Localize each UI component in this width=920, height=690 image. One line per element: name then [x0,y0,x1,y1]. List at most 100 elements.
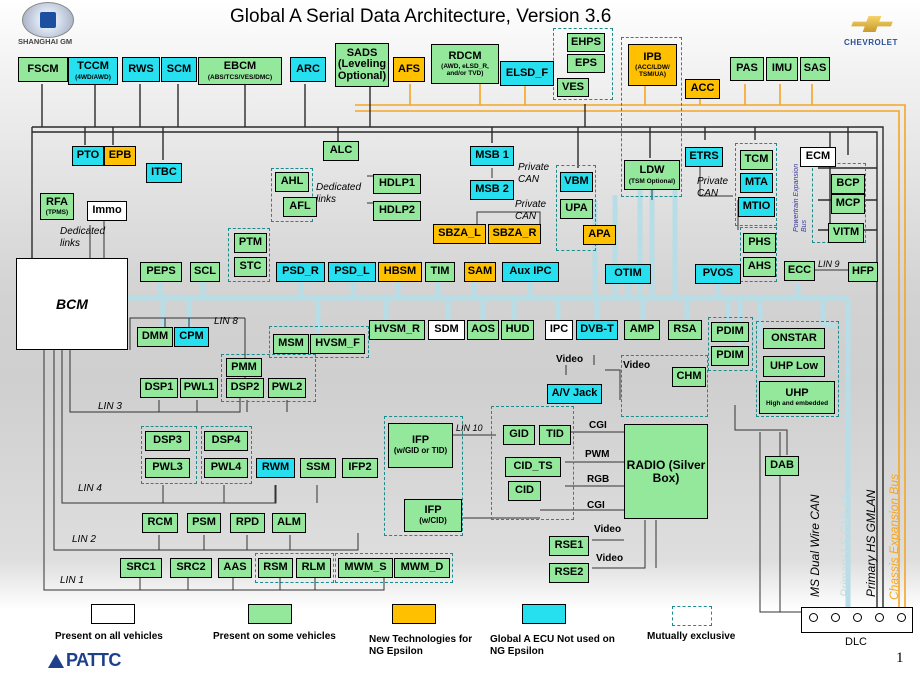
ecu-rdcm[interactable]: RDCM(AWD, eLSD_R, and/or TVD) [431,44,499,84]
ecu-aux-ipc[interactable]: Aux IPC [502,262,559,282]
ecu-ifp-cid[interactable]: IFP(w/CID) [404,499,462,532]
ecu-otim[interactable]: OTIM [605,264,651,284]
ecu-aos[interactable]: AOS [467,320,499,340]
ecu-mcp[interactable]: MCP [831,194,865,214]
ecu-radio[interactable]: RADIO (Silver Box) [624,424,708,519]
ecu-pwl2[interactable]: PWL2 [268,378,306,398]
ecu-pwl3[interactable]: PWL3 [145,458,190,478]
ecu-afs[interactable]: AFS [393,57,425,82]
ecu-ipc[interactable]: IPC [545,320,573,340]
ecu-ahl[interactable]: AHL [275,172,309,192]
dlc-connector[interactable] [801,607,913,633]
ecu-pvos[interactable]: PVOS [695,264,741,284]
ecu-etrs[interactable]: ETRS [685,147,723,167]
ecu-mwm-s[interactable]: MWM_S [338,558,393,578]
ecu-src2[interactable]: SRC2 [170,558,212,578]
ecu-av-jack[interactable]: A/V Jack [547,384,602,404]
ecu-rlm[interactable]: RLM [296,558,331,578]
ecu-ldw[interactable]: LDW(TSM Optional) [624,160,680,190]
ecu-cid[interactable]: CID [508,481,541,501]
ecu-dsp2[interactable]: DSP2 [226,378,264,398]
ecu-uhp-low[interactable]: UHP Low [763,356,825,377]
ecu-bcp[interactable]: BCP [831,174,865,194]
ecu-psm[interactable]: PSM [187,513,221,533]
ecu-ifp2[interactable]: IFP2 [342,458,378,478]
ecu-hvsm-r[interactable]: HVSM_R [369,320,425,340]
ecu-amp[interactable]: AMP [624,320,660,340]
ecu-rfa[interactable]: RFA(TPMS) [40,193,74,220]
ecu-sas[interactable]: SAS [800,57,830,81]
ecu-msm[interactable]: MSM [273,334,309,354]
ecu-apa[interactable]: APA [583,225,616,245]
ecu-msb2[interactable]: MSB 2 [470,180,514,200]
ecu-hdlp2[interactable]: HDLP2 [373,201,421,221]
ecu-dvb-t[interactable]: DVB-T [576,320,618,340]
ecu-onstar[interactable]: ONSTAR [763,328,825,349]
ecu-vitm[interactable]: VITM [828,223,864,243]
ecu-stc[interactable]: STC [234,257,267,277]
ecu-dsp3[interactable]: DSP3 [145,431,190,451]
ecu-sdm[interactable]: SDM [428,320,465,340]
ecu-tid[interactable]: TID [539,425,571,445]
ecu-rse1[interactable]: RSE1 [549,536,589,556]
ecu-alm[interactable]: ALM [272,513,306,533]
ecu-eps[interactable]: EPS [567,54,605,73]
ecu-mwm-d[interactable]: MWM_D [394,558,450,578]
ecu-dab[interactable]: DAB [765,456,799,476]
ecu-ecm[interactable]: ECM [800,147,836,167]
ecu-src1[interactable]: SRC1 [120,558,162,578]
ecu-pdim-2[interactable]: PDIM [711,346,749,366]
ecu-pto[interactable]: PTO [72,146,104,166]
ecu-arc[interactable]: ARC [290,57,326,82]
ecu-chm[interactable]: CHM [672,367,706,387]
ecu-msb1[interactable]: MSB 1 [470,146,514,166]
ecu-phs[interactable]: PHS [743,233,776,253]
ecu-afl[interactable]: AFL [283,197,317,217]
ecu-hbsm[interactable]: HBSM [378,262,422,282]
ecu-pwl1[interactable]: PWL1 [180,378,218,398]
ecu-ahs[interactable]: AHS [743,257,776,277]
ecu-psd-r[interactable]: PSD_R [276,262,325,282]
ecu-dsp4[interactable]: DSP4 [204,431,248,451]
ecu-acc[interactable]: ACC [685,79,720,99]
ecu-epb[interactable]: EPB [104,146,136,166]
ecu-tcm[interactable]: TCM [740,150,773,170]
ecu-rsm[interactable]: RSM [258,558,293,578]
ecu-aas[interactable]: AAS [218,558,252,578]
ecu-alc[interactable]: ALC [323,141,359,161]
ecu-ehps[interactable]: EHPS [567,33,605,52]
ecu-sads[interactable]: SADS (Leveling Optional) [335,43,389,87]
ecu-dsp1[interactable]: DSP1 [140,378,178,398]
ecu-ptm[interactable]: PTM [234,233,267,253]
ecu-hvsm-f[interactable]: HVSM_F [310,334,365,354]
ecu-scl[interactable]: SCL [190,262,220,282]
ecu-immo[interactable]: Immo [87,201,127,221]
ecu-pmm[interactable]: PMM [226,358,262,377]
ecu-ssm[interactable]: SSM [300,458,336,478]
ecu-itbc[interactable]: ITBC [146,163,182,183]
ecu-peps[interactable]: PEPS [140,262,182,282]
ecu-rpd[interactable]: RPD [230,513,265,533]
ecu-hud[interactable]: HUD [501,320,534,340]
ecu-scm[interactable]: SCM [161,57,197,82]
ecu-sbza-l[interactable]: SBZA_L [433,224,486,244]
ecu-ifp-gid[interactable]: IFP(w/GID or TID) [388,423,453,468]
ecu-rsa[interactable]: RSA [668,320,702,340]
ecu-gid[interactable]: GID [503,425,535,445]
ecu-fscm[interactable]: FSCM [18,57,68,82]
ecu-pwl4[interactable]: PWL4 [204,458,248,478]
ecu-dmm[interactable]: DMM [137,327,173,347]
ecu-mta[interactable]: MTA [740,173,773,193]
ecu-pas[interactable]: PAS [730,57,764,81]
ecu-cpm[interactable]: CPM [174,327,209,347]
ecu-rwm[interactable]: RWM [256,458,295,478]
ecu-psd-l[interactable]: PSD_L [328,262,376,282]
ecu-hdlp1[interactable]: HDLP1 [373,174,421,194]
ecu-ecc[interactable]: ECC [784,261,815,281]
ecu-ves[interactable]: VES [557,78,589,97]
ecu-sbza-r[interactable]: SBZA_R [488,224,541,244]
ecu-rws[interactable]: RWS [122,57,160,82]
ecu-upa[interactable]: UPA [560,199,593,219]
ecu-cid-ts[interactable]: CID_TS [505,457,561,477]
